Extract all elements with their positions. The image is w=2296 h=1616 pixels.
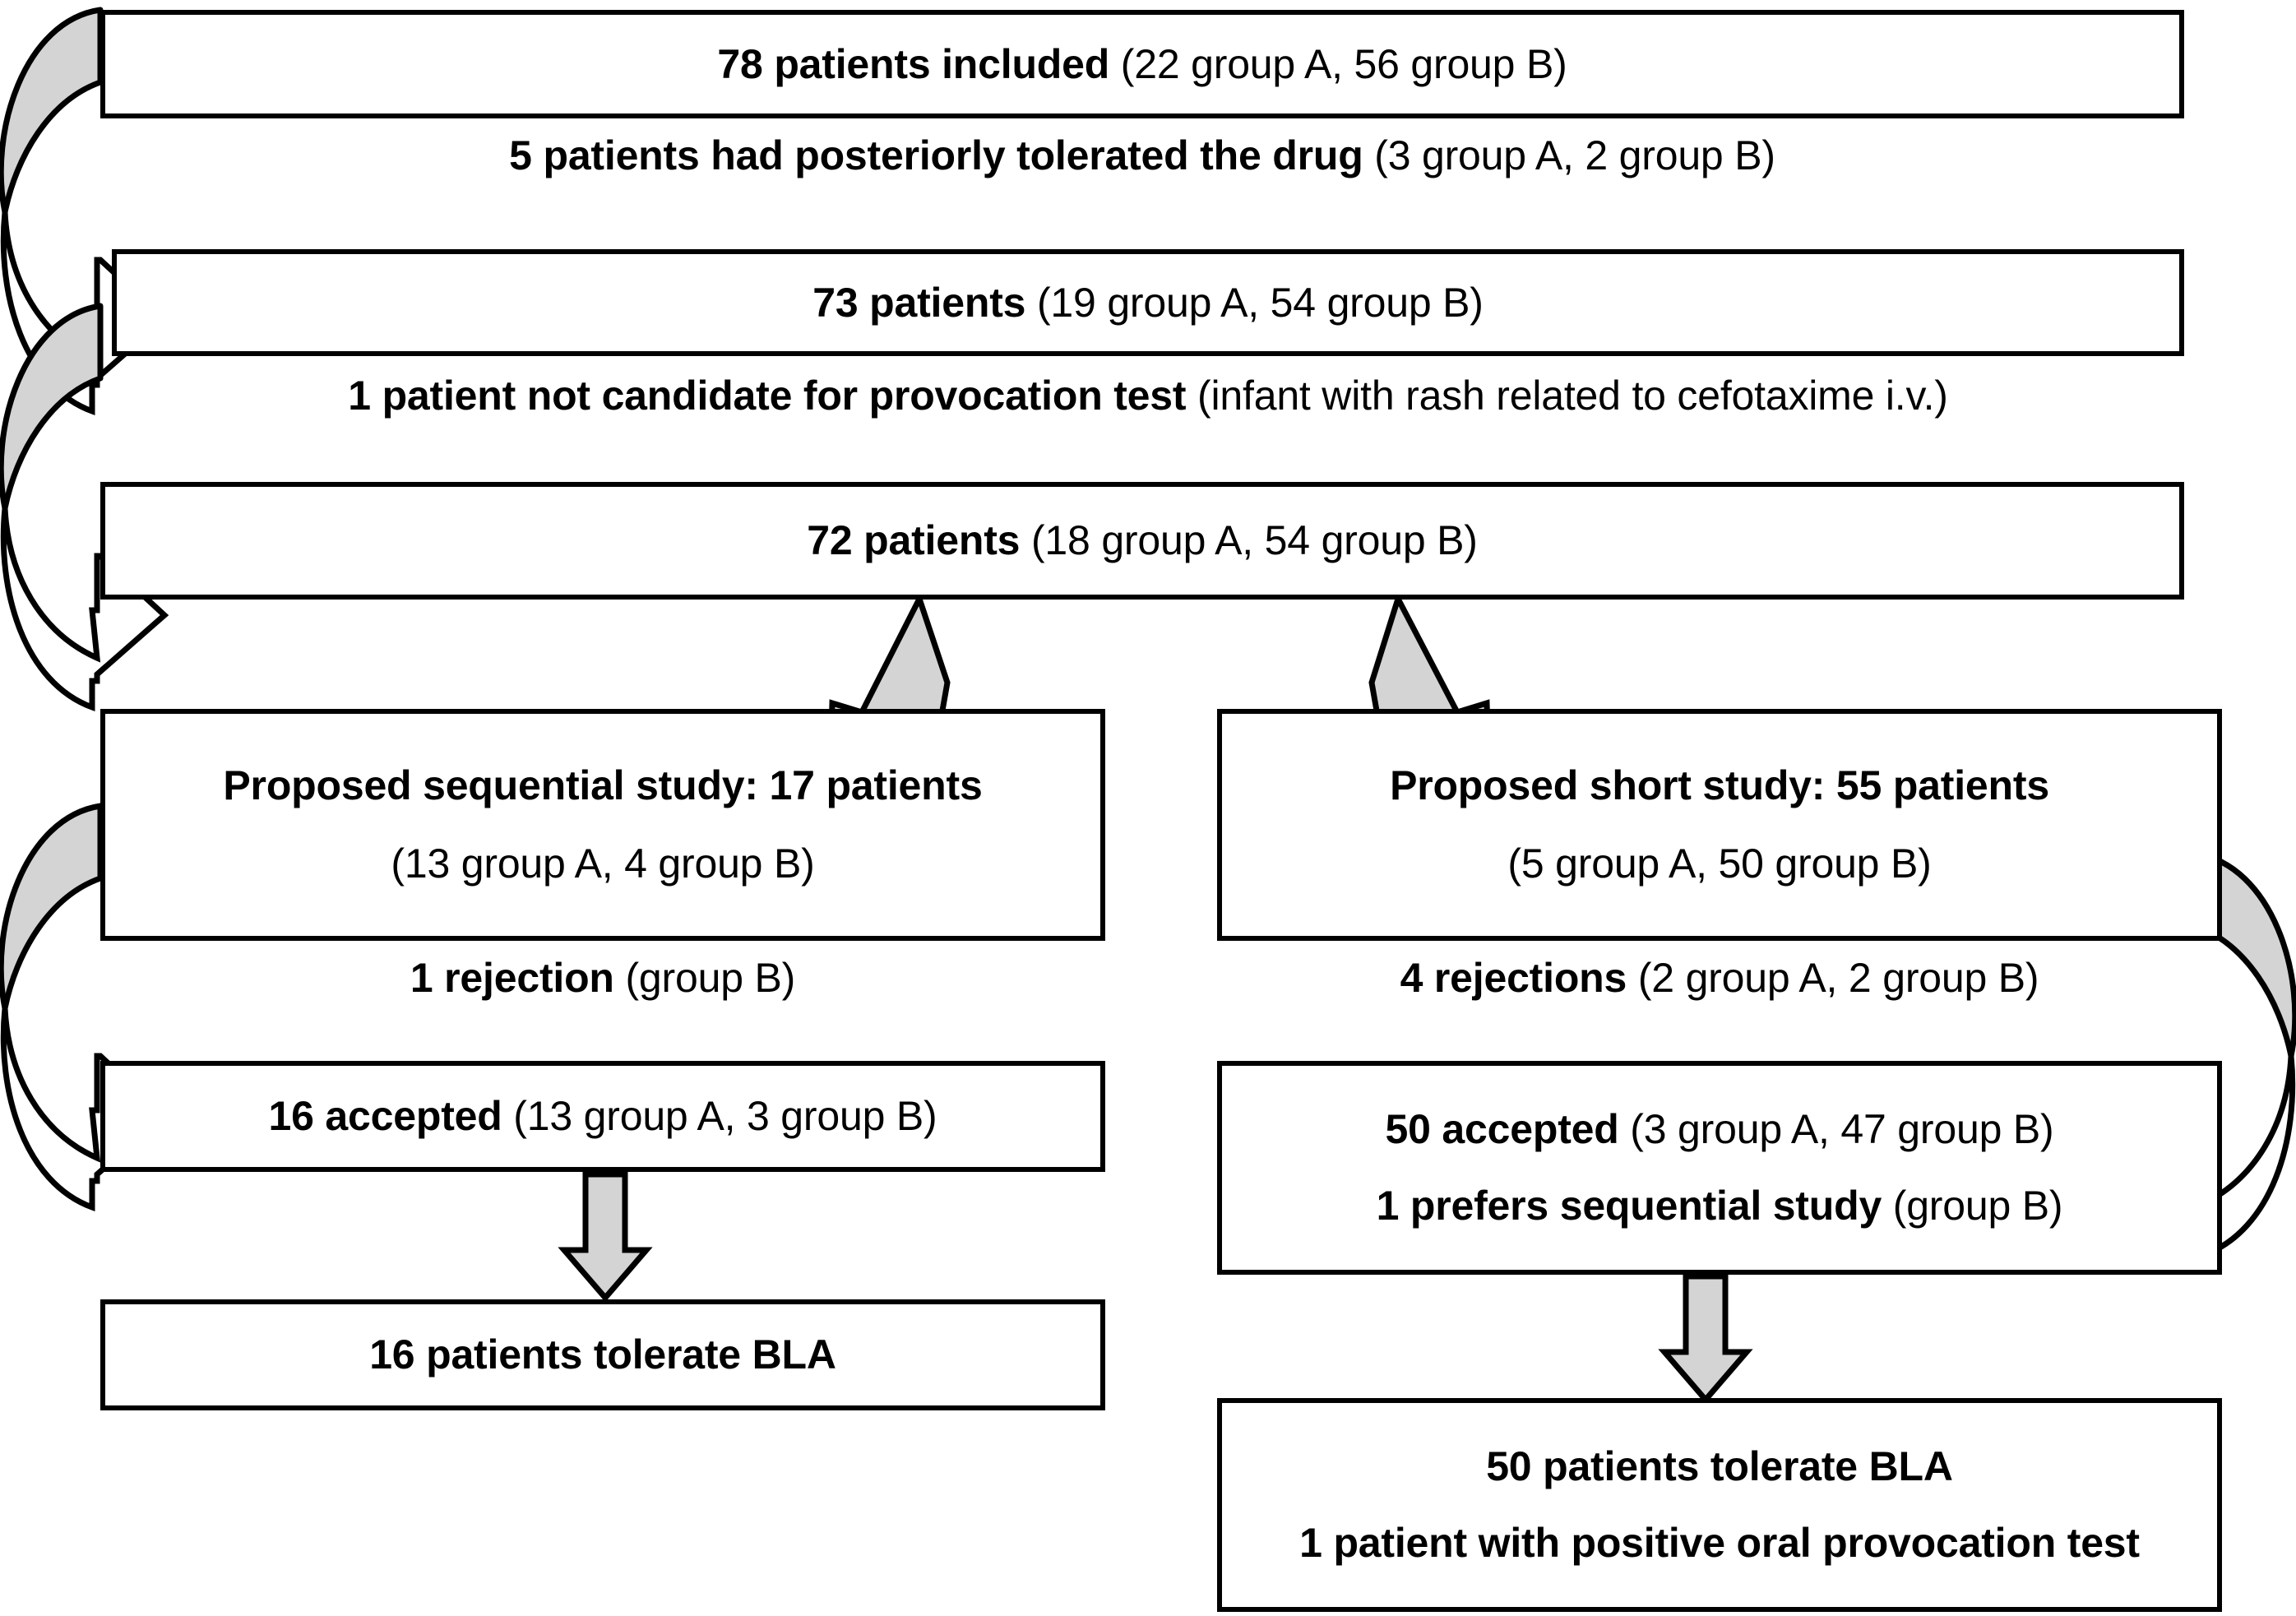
node-sequential-regular: (13 group A, 4 group B) <box>391 840 815 887</box>
down-arrow-right <box>1658 1273 1753 1405</box>
node-73-regular: (19 group A, 54 group B) <box>1025 279 1484 326</box>
node-short-regular: (5 group A, 50 group B) <box>1507 840 1932 887</box>
note-posteriorly-tolerated: 5 patients had posteriorly tolerated the… <box>100 132 2184 180</box>
note-rejection-right-bold: 4 rejections <box>1400 955 1627 1001</box>
node-73-patients: 73 patients (19 group A, 54 group B) <box>112 249 2184 356</box>
node-78-patients-included: 78 patients included (22 group A, 56 gro… <box>100 10 2184 118</box>
node-72-patients: 72 patients (18 group A, 54 group B) <box>100 482 2184 600</box>
note-rejection-left-regular: (group B) <box>613 955 796 1001</box>
node-50-tolerate-bla: 50 patients tolerate BLA 1 patient with … <box>1217 1398 2222 1612</box>
note-posteriorly-bold: 5 patients had posteriorly tolerated the… <box>509 132 1363 178</box>
node-72-regular: (18 group A, 54 group B) <box>1020 517 1478 563</box>
node-50-accepted-bold: 50 accepted <box>1385 1106 1619 1152</box>
node-short-subtitle: (5 group A, 50 group B) <box>1507 840 1931 888</box>
node-73-bold: 73 patients <box>812 279 1026 326</box>
note-not-candidate-text: 1 patient not candidate for provocation … <box>112 372 2184 420</box>
node-16-accepted: 16 accepted (13 group A, 3 group B) <box>100 1061 1105 1172</box>
node-positive-oral-bold: 1 patient with positive oral provocation… <box>1299 1520 2140 1566</box>
node-50-accepted-regular: (3 group A, 47 group B) <box>1618 1106 2054 1152</box>
note-rejection-left: 1 rejection (group B) <box>100 954 1105 1002</box>
node-78-bold: 78 patients included <box>717 40 1110 87</box>
node-prefers-regular: (group B) <box>1882 1183 2063 1229</box>
node-sequential-subtitle: (13 group A, 4 group B) <box>391 840 814 888</box>
node-16-tolerate-bla-text: 16 patients tolerate BLA <box>369 1331 836 1379</box>
node-50-accepted-text: 50 accepted (3 group A, 47 group B) <box>1386 1105 2054 1154</box>
node-50-tolerate-bla-text: 50 patients tolerate BLA <box>1486 1442 1953 1491</box>
node-50-tolerate-bold: 50 patients tolerate BLA <box>1486 1443 1953 1489</box>
node-73-patients-text: 73 patients (19 group A, 54 group B) <box>812 279 1484 327</box>
node-78-regular: (22 group A, 56 group B) <box>1109 40 1567 87</box>
note-rejection-right-regular: (2 group A, 2 group B) <box>1627 955 2039 1001</box>
note-posteriorly-regular: (3 group A, 2 group B) <box>1363 132 1775 178</box>
note-rejection-right-text: 4 rejections (2 group A, 2 group B) <box>1217 954 2222 1002</box>
node-16-tolerate-bold: 16 patients tolerate BLA <box>369 1331 836 1378</box>
node-positive-oral-text: 1 patient with positive oral provocation… <box>1299 1519 2140 1567</box>
node-proposed-sequential-study: Proposed sequential study: 17 patients (… <box>100 709 1105 941</box>
down-arrow-left <box>558 1171 653 1303</box>
note-rejection-left-text: 1 rejection (group B) <box>100 954 1105 1002</box>
node-72-bold: 72 patients <box>807 517 1021 563</box>
note-rejection-left-bold: 1 rejection <box>410 955 614 1001</box>
node-16-accepted-regular: (13 group A, 3 group B) <box>502 1093 937 1139</box>
note-not-candidate: 1 patient not candidate for provocation … <box>112 372 2184 420</box>
node-72-patients-text: 72 patients (18 group A, 54 group B) <box>807 516 1478 565</box>
node-sequential-title: Proposed sequential study: 17 patients <box>223 762 982 810</box>
note-not-candidate-bold: 1 patient not candidate for provocation … <box>348 373 1187 419</box>
note-rejection-right: 4 rejections (2 group A, 2 group B) <box>1217 954 2222 1002</box>
note-not-candidate-regular: (infant with rash related to cefotaxime … <box>1186 373 1948 419</box>
node-prefers-bold: 1 prefers sequential study <box>1376 1183 1882 1229</box>
node-proposed-short-study: Proposed short study: 55 patients (5 gro… <box>1217 709 2222 941</box>
note-posteriorly-tolerated-text: 5 patients had posteriorly tolerated the… <box>100 132 2184 180</box>
node-short-title: Proposed short study: 55 patients <box>1390 762 2049 810</box>
node-16-tolerate-bla: 16 patients tolerate BLA <box>100 1299 1105 1410</box>
node-short-bold: Proposed short study: 55 patients <box>1390 762 2049 808</box>
node-sequential-bold: Proposed sequential study: 17 patients <box>223 762 983 808</box>
node-16-accepted-text: 16 accepted (13 group A, 3 group B) <box>269 1092 937 1141</box>
node-16-accepted-bold: 16 accepted <box>268 1093 502 1139</box>
node-50-accepted: 50 accepted (3 group A, 47 group B) 1 pr… <box>1217 1061 2222 1275</box>
node-prefers-sequential-text: 1 prefers sequential study (group B) <box>1377 1182 2063 1230</box>
node-78-patients-included-text: 78 patients included (22 group A, 56 gro… <box>717 40 1567 89</box>
